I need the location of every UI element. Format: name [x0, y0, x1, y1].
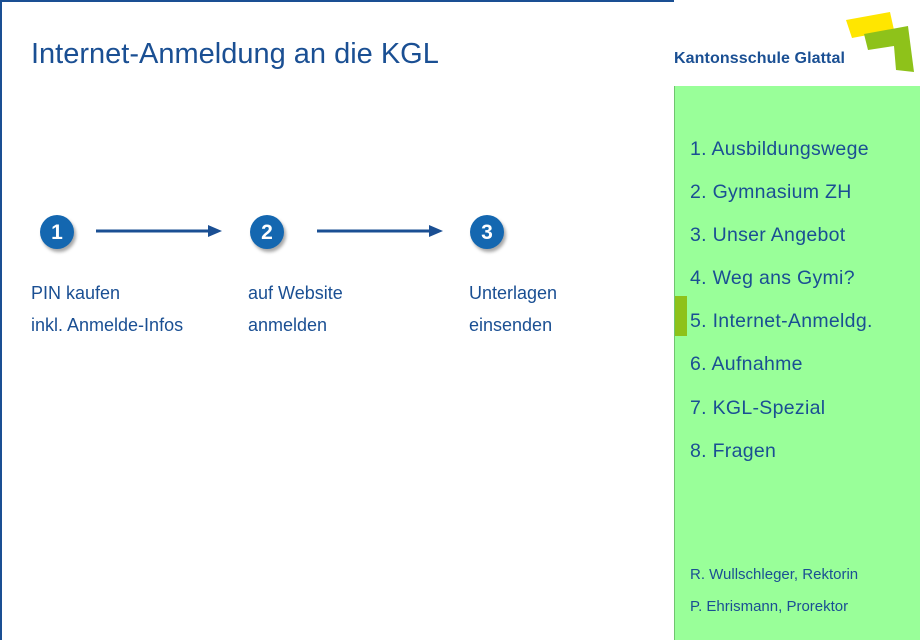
step-1-number: 1	[51, 220, 63, 244]
sidebar-item-ausbildungswege[interactable]: 1. Ausbildungswege	[690, 138, 869, 160]
step-1-caption-line1: PIN kaufen	[31, 283, 121, 303]
logo-mark-icon	[846, 12, 914, 72]
step-3-caption-line1: Unterlagen	[469, 283, 558, 303]
footer-rector: R. Wullschleger, Rektorin	[690, 566, 859, 583]
step-3-caption: Unterlagen einsenden	[469, 277, 557, 341]
step-3-badge: 3	[470, 215, 504, 249]
sidebar-item-unser-angebot[interactable]: 3. Unser Angebot	[690, 224, 846, 246]
slide-title: Internet-Anmeldung an die KGL	[31, 38, 439, 70]
step-1-caption-line2: inkl. Anmelde-Infos	[31, 315, 184, 335]
step-3-number: 3	[481, 220, 493, 244]
sidebar-nav: 1. Ausbildungswege 2. Gymnasium ZH 3. Un…	[674, 86, 920, 640]
slide-frame	[0, 0, 674, 640]
sidebar-item-kgl-spezial[interactable]: 7. KGL-Spezial	[690, 397, 826, 419]
sidebar-item-aufnahme[interactable]: 6. Aufnahme	[690, 353, 803, 375]
step-2-caption: auf Website anmelden	[248, 277, 343, 341]
step-3-caption-line2: einsenden	[469, 315, 553, 335]
arrow-step-2-to-3	[317, 225, 443, 237]
step-2-caption-line1: auf Website	[248, 283, 343, 303]
school-logo: Kantonsschule Glattal	[674, 0, 920, 86]
footer-prorector: P. Ehrismann, Prorektor	[690, 598, 849, 615]
step-2-number: 2	[261, 220, 273, 244]
sidebar-item-fragen[interactable]: 8. Fragen	[690, 440, 777, 462]
logo-text: Kantonsschule Glattal	[674, 50, 846, 67]
sidebar-item-weg-ans-gymi[interactable]: 4. Weg ans Gymi?	[690, 267, 855, 289]
step-1-caption: PIN kaufen inkl. Anmelde-Infos	[31, 277, 183, 341]
step-2-badge: 2	[250, 215, 284, 249]
step-1-badge: 1	[40, 215, 74, 249]
sidebar-item-gymnasium-zh[interactable]: 2. Gymnasium ZH	[690, 181, 852, 203]
active-item-marker	[675, 296, 687, 336]
step-2-caption-line2: anmelden	[248, 315, 328, 335]
sidebar-item-internet-anmeldung[interactable]: 5. Internet-Anmeldg.	[690, 310, 873, 332]
arrow-step-1-to-2	[96, 225, 222, 237]
